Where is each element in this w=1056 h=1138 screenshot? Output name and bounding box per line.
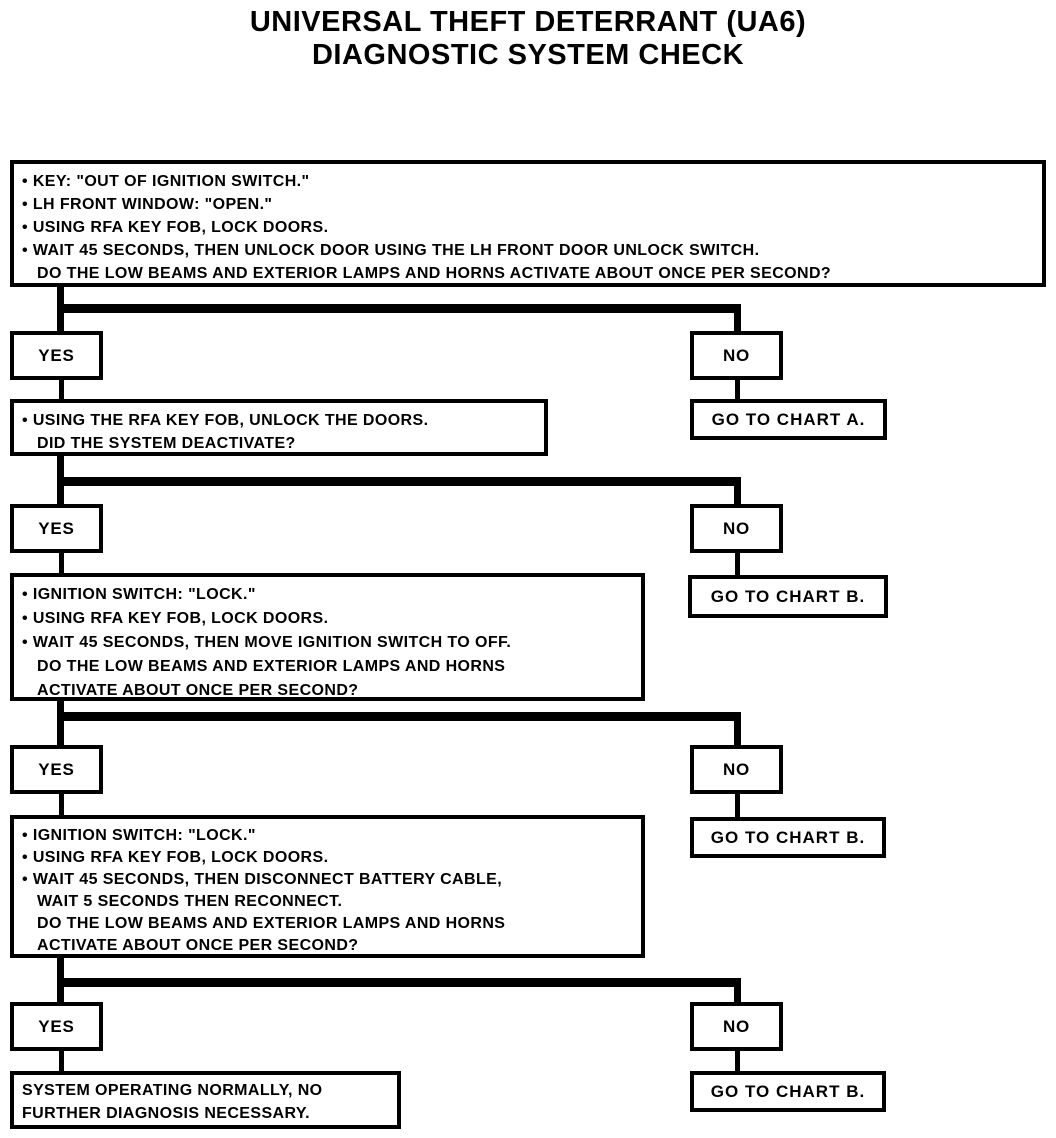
question-box-1: • KEY: "OUT OF IGNITION SWITCH." • LH FR…: [10, 160, 1046, 287]
question-box-2: • USING THE RFA KEY FOB, UNLOCK THE DOOR…: [10, 399, 548, 456]
q3-line: • IGNITION SWITCH: "LOCK.": [22, 586, 256, 603]
connector-no2-out: [735, 553, 740, 575]
result-line: SYSTEM OPERATING NORMALLY, NO: [22, 1082, 323, 1099]
q2-line: • USING THE RFA KEY FOB, UNLOCK THE DOOR…: [22, 412, 429, 429]
connector-yes4-out: [59, 1051, 64, 1071]
q4-line: ACTIVATE ABOUT ONCE PER SECOND?: [37, 937, 359, 954]
no-box-3: NO: [690, 745, 783, 794]
action-box-chart-a: GO TO CHART A.: [690, 399, 887, 440]
question-box-3: • IGNITION SWITCH: "LOCK." • USING RFA K…: [10, 573, 645, 701]
action-box-chart-b-1: GO TO CHART B.: [688, 575, 888, 618]
connector-4-drop-yes: [57, 987, 64, 1002]
connector-4-bar: [57, 978, 741, 987]
q3-line: • USING RFA KEY FOB, LOCK DOORS.: [22, 610, 329, 627]
yes-box-3: YES: [10, 745, 103, 794]
no-box-4: NO: [690, 1002, 783, 1051]
yes-box-4: YES: [10, 1002, 103, 1051]
connector-yes3-out: [59, 794, 64, 815]
q4-line: • IGNITION SWITCH: "LOCK.": [22, 827, 256, 844]
q1-line: • LH FRONT WINDOW: "OPEN.": [22, 196, 273, 213]
connector-2-drop-yes: [57, 486, 64, 504]
connector-1-bar: [57, 304, 741, 313]
connector-yes1-out: [59, 380, 64, 399]
q1-line: • USING RFA KEY FOB, LOCK DOORS.: [22, 219, 329, 236]
no-box-1: NO: [690, 331, 783, 380]
page-title: UNIVERSAL THEFT DETERRANT (UA6) DIAGNOST…: [0, 6, 1056, 72]
connector-2-stem: [57, 456, 64, 477]
connector-no3-out: [735, 794, 740, 817]
q4-line: • WAIT 45 SECONDS, THEN DISCONNECT BATTE…: [22, 871, 503, 888]
connector-3-stem: [57, 701, 64, 712]
result-line: FURTHER DIAGNOSIS NECESSARY.: [22, 1105, 310, 1122]
q2-line: DID THE SYSTEM DEACTIVATE?: [37, 435, 296, 452]
yes-box-1: YES: [10, 331, 103, 380]
title-line-2: DIAGNOSTIC SYSTEM CHECK: [311, 39, 745, 71]
q3-line: • WAIT 45 SECONDS, THEN MOVE IGNITION SW…: [22, 634, 512, 651]
question-box-4: • IGNITION SWITCH: "LOCK." • USING RFA K…: [10, 815, 645, 958]
connector-1-drop-no: [734, 313, 741, 331]
action-box-chart-b-2: GO TO CHART B.: [690, 817, 886, 858]
connector-4-stem: [57, 958, 64, 978]
connector-2-drop-no: [734, 486, 741, 504]
connector-3-drop-yes: [57, 721, 64, 745]
yes-box-2: YES: [10, 504, 103, 553]
action-box-chart-b-3: GO TO CHART B.: [690, 1071, 886, 1112]
q1-line: • WAIT 45 SECONDS, THEN UNLOCK DOOR USIN…: [22, 242, 760, 259]
q1-line: • KEY: "OUT OF IGNITION SWITCH.": [22, 173, 310, 190]
q4-line: DO THE LOW BEAMS AND EXTERIOR LAMPS AND …: [37, 915, 506, 932]
connector-yes2-out: [59, 553, 64, 573]
connector-no1-out: [735, 380, 740, 399]
q4-line: WAIT 5 SECONDS THEN RECONNECT.: [37, 893, 343, 910]
q3-line: ACTIVATE ABOUT ONCE PER SECOND?: [37, 682, 359, 699]
connector-no4-out: [735, 1051, 740, 1071]
q4-line: • USING RFA KEY FOB, LOCK DOORS.: [22, 849, 329, 866]
connector-3-drop-no: [734, 721, 741, 745]
q3-line: DO THE LOW BEAMS AND EXTERIOR LAMPS AND …: [37, 658, 506, 675]
title-line-1: UNIVERSAL THEFT DETERRANT (UA6): [249, 6, 807, 38]
connector-4-drop-no: [734, 987, 741, 1002]
connector-1-drop-yes: [57, 313, 64, 331]
q1-line: DO THE LOW BEAMS AND EXTERIOR LAMPS AND …: [37, 265, 832, 282]
connector-2-bar: [57, 477, 741, 486]
result-box: SYSTEM OPERATING NORMALLY, NO FURTHER DI…: [10, 1071, 401, 1129]
connector-3-bar: [57, 712, 741, 721]
no-box-2: NO: [690, 504, 783, 553]
connector-1-stem: [57, 287, 64, 304]
